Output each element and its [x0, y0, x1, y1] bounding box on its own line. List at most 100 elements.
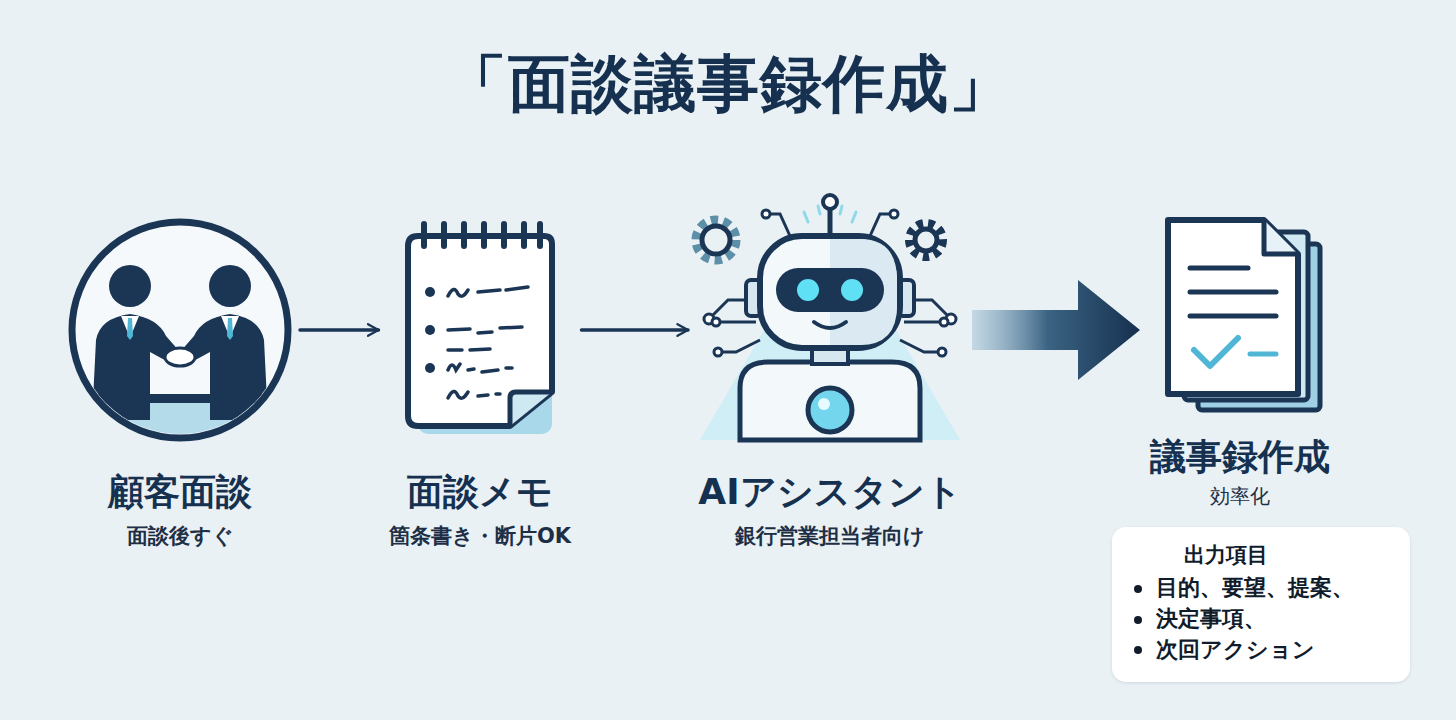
circuit: [722, 340, 760, 352]
step-heading: 顧客面談: [108, 470, 252, 513]
ring: [537, 224, 543, 246]
chest-light: [808, 388, 852, 432]
table-front: [60, 400, 300, 460]
circuit: [904, 321, 940, 324]
bullet-dot: [1134, 646, 1142, 654]
text-line: 出力項目: [1134, 541, 1392, 569]
step-heading: 面談メモ: [407, 470, 553, 513]
robot-head: [760, 236, 900, 348]
step-text: 銀行営業担当者向け: [735, 523, 925, 549]
text-line: 議事録作成: [1146, 435, 1334, 478]
icon-space: [1146, 215, 1334, 435]
doc-dash: [1250, 352, 1276, 357]
head-left: [109, 265, 151, 307]
ring: [501, 224, 507, 246]
circuit: [900, 340, 938, 352]
bullet-dot: [1134, 585, 1142, 593]
step-text: 箇条書き・断片OK: [389, 523, 571, 549]
smile: [814, 322, 846, 328]
notepad-page: [408, 236, 552, 426]
circuit: [770, 214, 790, 236]
node-dot: [938, 348, 946, 356]
gear-body: [702, 226, 730, 254]
gear-teeth: [697, 221, 735, 259]
sheet-fold: [1264, 220, 1298, 254]
scribbles: [448, 287, 528, 398]
scribble: [448, 327, 522, 333]
text-line: 顧客面談: [66, 470, 294, 513]
flow-arrow: [300, 328, 379, 332]
meeting-scene: [60, 265, 300, 460]
chest-highlight: [818, 398, 830, 410]
note-bullets: [425, 287, 435, 373]
flow-arrow: [582, 328, 689, 332]
antenna-tip: [823, 195, 837, 209]
icon-space: [66, 215, 294, 470]
process-step: 議事録作成効率化: [1146, 215, 1334, 509]
circuit: [720, 321, 756, 324]
check-mark: [1194, 338, 1238, 366]
spark: [804, 212, 808, 222]
bullet-dot: [1134, 616, 1142, 624]
node-dot: [940, 318, 948, 326]
doc-line: [1190, 266, 1248, 271]
output-items-box: 出力項目目的、要望、提案、決定事項、次回アクション: [1112, 527, 1410, 682]
node-dot: [762, 210, 770, 218]
icon-space: [385, 215, 576, 470]
scribble: [448, 391, 500, 398]
ring: [441, 224, 447, 246]
step-heading: AIアシスタント: [698, 470, 961, 513]
gear-left: [697, 221, 735, 259]
eye: [841, 279, 863, 301]
scribble: [448, 349, 490, 350]
node-dot: [714, 348, 722, 356]
step-text: 面談後すぐ: [127, 523, 234, 549]
notepad-icon: [408, 224, 552, 434]
flow-arrow-large: [972, 280, 1140, 380]
gear-body: [915, 229, 937, 251]
circuit: [870, 214, 890, 236]
notepad-fold: [510, 392, 552, 426]
step-heading: 出力項目: [1184, 541, 1268, 569]
notepad-rings: [424, 224, 540, 246]
ring: [521, 224, 527, 246]
text-line: 決定事項、: [1134, 604, 1392, 635]
step-text: 目的、要望、提案、: [1156, 573, 1354, 604]
process-step: 顧客面談面談後すぐ: [66, 215, 294, 549]
ring: [461, 224, 467, 246]
spark: [852, 212, 856, 222]
step-text: 効率化: [1210, 484, 1270, 509]
handshake: [165, 348, 195, 366]
scribble: [448, 287, 528, 296]
step-heading: 議事録作成: [1150, 435, 1330, 478]
tie-left: [127, 318, 133, 340]
step-text: 決定事項、: [1156, 604, 1266, 635]
icon-space: [694, 215, 966, 470]
scribble: [448, 364, 512, 372]
dot: [425, 363, 435, 373]
text-line: 面談後すぐ: [66, 523, 294, 549]
head-right: [209, 265, 251, 307]
doc-line: [1190, 314, 1276, 319]
text-line: 目的、要望、提案、: [1134, 573, 1392, 604]
robot-body: [740, 362, 920, 440]
eye: [797, 279, 819, 301]
doc-line: [1190, 290, 1276, 295]
ring: [421, 224, 427, 246]
visor: [776, 268, 884, 312]
gear-teeth: [910, 224, 942, 256]
ring: [481, 224, 487, 246]
text-line: 面談メモ: [385, 470, 576, 513]
doc-lines: [1190, 268, 1276, 316]
document-icon: [1168, 220, 1320, 410]
text-line: 銀行営業担当者向け: [694, 523, 966, 549]
robot-icon: [697, 195, 960, 440]
dot: [425, 325, 435, 335]
diagram-title: 「面談議事録作成」: [0, 42, 1456, 126]
text-line: 効率化: [1146, 484, 1334, 509]
text-line: AIアシスタント: [694, 470, 966, 513]
node-dot: [712, 318, 720, 326]
process-step: AIアシスタント銀行営業担当者向け: [694, 215, 966, 549]
gear-right: [910, 224, 942, 256]
spark: [840, 206, 842, 214]
